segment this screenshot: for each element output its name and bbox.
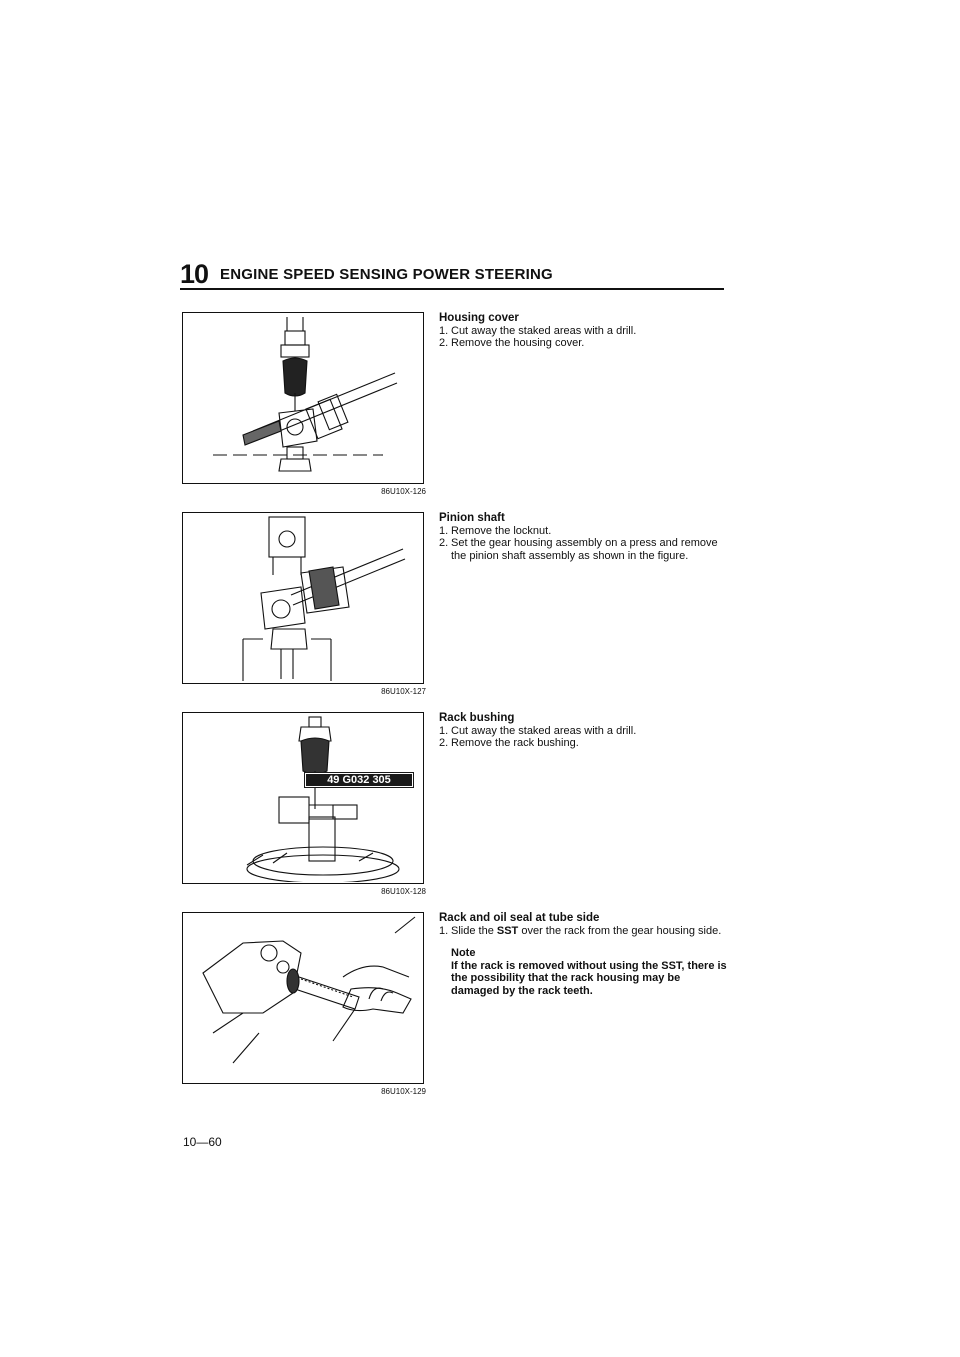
note-block: Note If the rack is removed without usin… <box>439 947 729 997</box>
housing-cover-illustration <box>213 317 398 472</box>
note-title: Note <box>451 947 476 959</box>
section-housing-cover: Housing cover 1.Cut away the staked area… <box>439 312 729 350</box>
note-text: If the rack is removed without using the… <box>451 959 727 997</box>
page-header: 10 ENGINE SPEED SENSING POWER STEERING <box>180 260 724 288</box>
step-item: 1.Remove the locknut. <box>439 524 552 537</box>
step-item: 2.Remove the housing cover. <box>439 337 585 349</box>
sst-part-number-label: 49 G032 305 <box>304 772 414 788</box>
section-rack-bushing: Rack bushing 1.Cut away the staked areas… <box>439 712 729 750</box>
page-number: 10—60 <box>183 1135 222 1149</box>
step-item: 2.Set the gear housing assembly on a pre… <box>439 537 718 562</box>
section-title: Rack bushing <box>439 712 515 724</box>
section-title: Rack and oil seal at tube side <box>439 912 600 924</box>
figure-id-label: 86U10X-126 <box>381 487 426 496</box>
pinion-shaft-illustration <box>242 516 406 681</box>
step-item: 1.Slide the SST over the rack from the g… <box>439 924 722 937</box>
figure-id-label: 86U10X-129 <box>381 1087 426 1096</box>
section-rack-oil-seal: Rack and oil seal at tube side 1.Slide t… <box>439 912 729 997</box>
section-pinion-shaft: Pinion shaft 1.Remove the locknut. 2.Set… <box>439 512 729 562</box>
rack-bushing-illustration <box>246 716 400 882</box>
figure-rack-oil-seal <box>182 912 424 1084</box>
figure-id-label: 86U10X-128 <box>381 887 426 896</box>
section-title: Pinion shaft <box>439 512 505 524</box>
rack-oil-seal-illustration <box>202 916 416 1064</box>
step-item: 1.Cut away the staked areas with a drill… <box>439 324 637 337</box>
figure-id-label: 86U10X-127 <box>381 687 426 696</box>
step-item: 1.Cut away the staked areas with a drill… <box>439 724 637 737</box>
header-rule <box>180 288 724 290</box>
step-item: 2.Remove the rack bushing. <box>439 737 579 749</box>
figure-rack-bushing <box>182 712 424 884</box>
chapter-number: 10 <box>180 259 209 289</box>
figure-housing-cover <box>182 312 424 484</box>
section-title: Housing cover <box>439 312 519 324</box>
chapter-title: ENGINE SPEED SENSING POWER STEERING <box>220 266 553 283</box>
figure-pinion-shaft <box>182 512 424 684</box>
